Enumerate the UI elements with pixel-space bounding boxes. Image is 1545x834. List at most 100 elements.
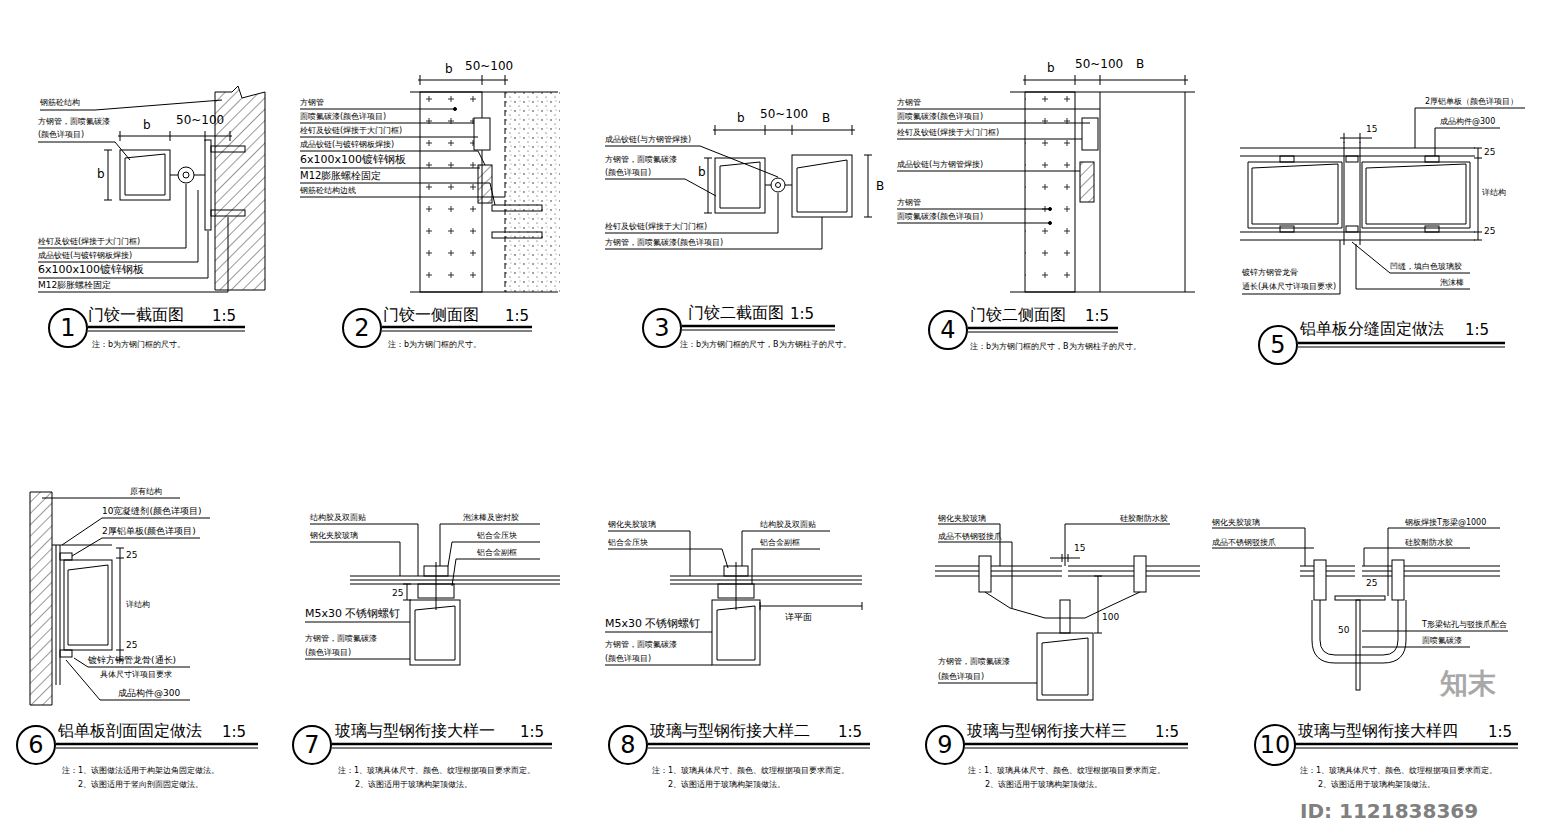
scale-text: 1:5 (838, 724, 862, 741)
aluminium-joint-detail-part (1280, 226, 1294, 232)
dimension: b (737, 112, 745, 126)
note-text: 注：b为方钢门框的尺寸。 (92, 340, 185, 349)
glass-steel-detail-three-part (1134, 556, 1146, 592)
note-text: 注：1、玻璃具体尺寸、颜色、纹理根据项目要求而定。 (338, 766, 535, 775)
dimension: B (876, 180, 884, 194)
scale-text: 1:5 (212, 308, 236, 325)
glass-steel-detail-four-part (1212, 528, 1305, 566)
annotation: 方钢管 (897, 98, 921, 107)
aluminium-joint-detail-part (1298, 347, 1505, 348)
annotation: 面喷氟碳漆(颜色详项目) (897, 112, 983, 121)
scale-text: 1:5 (1085, 308, 1109, 325)
hinge-two-section-part (765, 185, 792, 186)
glass-steel-detail-two-part (670, 576, 862, 584)
aluminium-joint-detail (1240, 108, 1525, 347)
callout-number: 5 (1270, 333, 1285, 357)
hinge-two-section (605, 125, 872, 330)
scale-text: 1:5 (520, 724, 544, 741)
glass-steel-detail-four-part (1335, 596, 1385, 600)
drawing-title: 玻璃与型钢衔接大样一 (335, 722, 495, 740)
annotation: 面喷氟碳漆 (1422, 636, 1462, 645)
hinge-two-section-part (715, 158, 765, 213)
glass-steel-detail-three-part (1060, 600, 1070, 633)
glass-steel-detail-three-part (938, 542, 1012, 608)
annotation: (颜色详项目) (605, 168, 651, 177)
callout-number: 3 (654, 316, 669, 340)
note-text: 2、该图适用于玻璃构架顶做法。 (355, 780, 472, 789)
glass-steel-detail-two-part (760, 602, 862, 610)
glass-steel-detail-four-part (1392, 560, 1404, 600)
hinge-one-section-part (183, 172, 189, 178)
annotation: (颜色详项目) (38, 130, 84, 139)
note-text: 2、该图适用于玻璃构架顶做法。 (1318, 780, 1435, 789)
annotation: 结构胶及双面贴 (310, 513, 366, 522)
glass-steel-detail-one-part (332, 748, 552, 749)
glass-steel-detail-one-part (448, 542, 540, 566)
hinge-two-section-part (605, 217, 822, 249)
annotation: 成品构件@300 (1440, 117, 1495, 126)
callout-circle: 1 (48, 308, 88, 348)
aluminium-section-detail-part (56, 743, 258, 746)
note-text: 注：1、玻璃具体尺寸、颜色、纹理根据项目要求而定。 (968, 766, 1165, 775)
glass-steel-detail-one-part (436, 562, 437, 610)
aluminium-section-detail-part (56, 748, 258, 749)
glass-steel-detail-two-part (608, 549, 728, 568)
scale-text: 1:5 (1465, 322, 1489, 339)
glass-steel-detail-two-part (736, 562, 737, 610)
dimension: b (143, 119, 151, 133)
hinge-one-side-part (300, 109, 455, 110)
hinge-two-side-part (897, 139, 1082, 140)
aluminium-section-detail-part (60, 553, 72, 560)
glass-steel-detail-four-part (1362, 647, 1470, 648)
hinge-two-section-part (864, 155, 872, 217)
drawing-title: 玻璃与型钢衔接大样二 (650, 722, 810, 740)
note-text: 注：1、玻璃具体尺寸、颜色、纹理根据项目要求而定。 (1300, 766, 1497, 775)
glass-steel-detail-four (1212, 528, 1518, 748)
callout-circle: 8 (608, 725, 648, 765)
hinge-one-side-part (474, 118, 490, 150)
glass-steel-detail-one-part (310, 542, 400, 576)
glass-steel-detail-four-part (1362, 631, 1508, 632)
annotation: 硅胶耐防水胶 (1120, 514, 1168, 523)
hinge-two-side-part (1025, 92, 1075, 292)
aluminium-joint-detail-part (1344, 142, 1360, 245)
glass-steel-detail-three-part (1065, 524, 1170, 566)
dimension: 25 (126, 640, 137, 650)
annotation: 泡沫棒 (1440, 278, 1464, 287)
hinge-one-section-part (88, 326, 245, 329)
annotation: 方钢管 (300, 98, 324, 107)
hinge-one-side-part (492, 205, 542, 211)
aluminium-section-detail-part (66, 660, 190, 700)
dimension: b (97, 168, 105, 182)
glass-steel-detail-one-part (452, 559, 540, 586)
dimension: 50~100 (176, 114, 224, 128)
dimension: 25 (1484, 147, 1495, 157)
glass-steel-detail-two (605, 531, 870, 748)
aluminium-joint-detail-part (1474, 148, 1482, 240)
hinge-one-side-part (410, 92, 558, 292)
note-text: 2、该图适用于玻璃构架顶做法。 (985, 780, 1102, 789)
annotation: M12膨胀螺栓固定 (300, 170, 381, 182)
glass-steel-detail-four-part (1388, 528, 1500, 596)
glass-steel-detail-one-part (332, 743, 552, 746)
hinge-two-section-part (605, 179, 716, 196)
glass-steel-detail-three-part (979, 556, 991, 592)
glass-steel-detail-three-part (965, 748, 1188, 749)
hinge-one-section-part (104, 150, 112, 200)
hinge-two-side-part (897, 209, 1050, 210)
glass-steel-detail-four-part (1212, 548, 1314, 549)
annotation: 6x100x100镀锌钢板 (38, 264, 144, 277)
callout-number: 2 (354, 316, 369, 340)
glass-steel-detail-two-part (605, 632, 712, 633)
aluminium-joint-detail-part (1425, 226, 1439, 232)
hinge-one-section (38, 86, 265, 331)
dimension: 25 (1484, 226, 1495, 236)
glass-steel-detail-three-part (938, 683, 1037, 684)
annotation: 栓钉及铰链(焊接于大门门框) (897, 128, 999, 137)
hinge-two-side (897, 75, 1195, 332)
scale-text: 1:5 (1488, 724, 1512, 741)
annotation: 方钢管 (897, 198, 921, 207)
note-text: 注：b为方钢门框的尺寸。 (388, 340, 481, 349)
aluminium-joint-detail-part (1346, 226, 1358, 232)
